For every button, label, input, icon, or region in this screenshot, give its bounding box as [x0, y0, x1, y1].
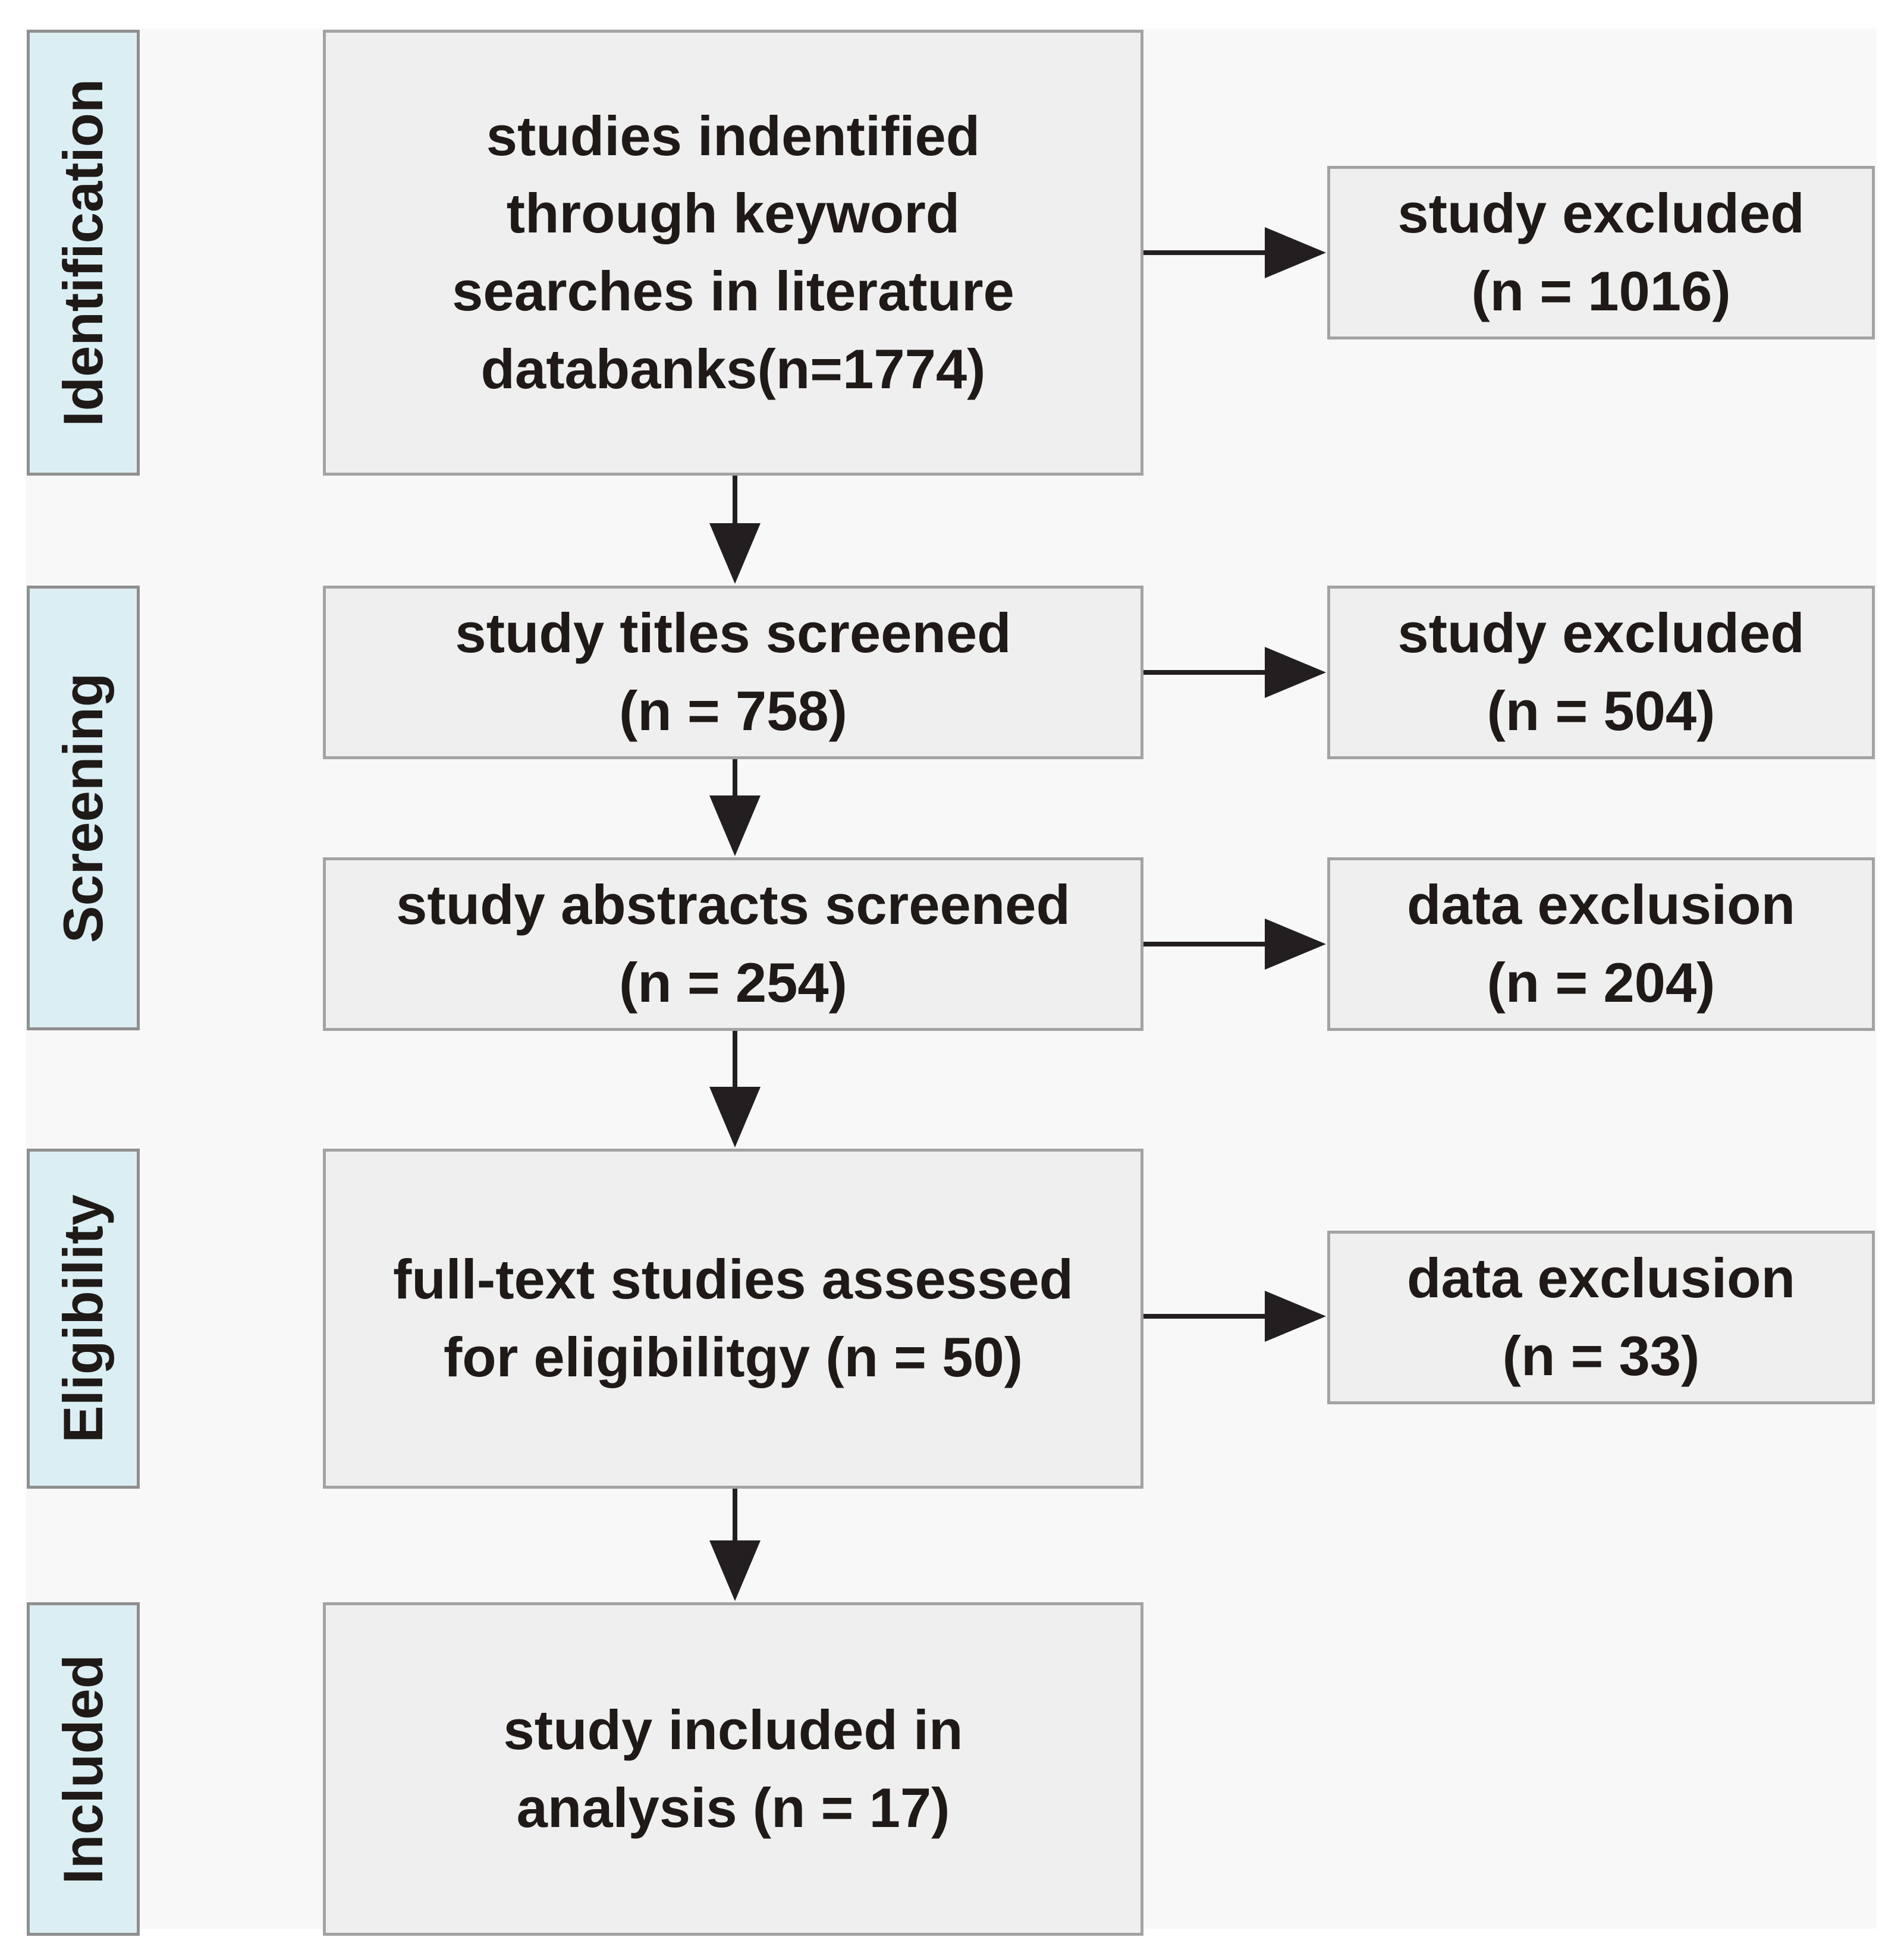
- arrowhead-right-3: [1265, 919, 1326, 970]
- box-abstracts-screened-text: study abstracts screened (n = 254): [396, 873, 1070, 1014]
- box-included-analysis: study included in analysis (n = 17): [323, 1602, 1143, 1936]
- stage-eligibility: Eligibility: [27, 1149, 140, 1489]
- box-data-exclusion-1-text: data exclusion (n = 204): [1407, 873, 1795, 1014]
- box-included-analysis-text: study included in analysis (n = 17): [503, 1698, 963, 1839]
- box-study-excluded-2: study excluded (n = 504): [1327, 586, 1875, 759]
- arrowhead-down-2: [709, 795, 761, 856]
- arrowhead-down-1: [709, 523, 761, 584]
- box-records-identified: studies indentified through keyword sear…: [323, 30, 1143, 476]
- box-titles-screened-text: study titles screened (n = 758): [455, 602, 1011, 742]
- arrowhead-right-4: [1265, 1291, 1326, 1342]
- arrowhead-down-3: [709, 1087, 761, 1147]
- box-study-excluded-1-text: study excluded (n = 1016): [1397, 182, 1805, 322]
- box-data-exclusion-2: data exclusion (n = 33): [1327, 1231, 1875, 1404]
- box-abstracts-screened: study abstracts screened (n = 254): [323, 857, 1143, 1031]
- box-records-identified-text: studies indentified through keyword sear…: [452, 104, 1014, 400]
- box-titles-screened: study titles screened (n = 758): [323, 586, 1143, 759]
- stage-screening: Screening: [27, 586, 140, 1030]
- arrowhead-right-2: [1265, 647, 1326, 698]
- stage-identification: Identification: [27, 30, 140, 476]
- box-fulltext-assessed-text: full-text studies assessed for eligibili…: [392, 1248, 1074, 1388]
- arrowhead-right-1: [1265, 227, 1326, 278]
- box-data-exclusion-2-text: data exclusion (n = 33): [1407, 1247, 1795, 1387]
- box-study-excluded-2-text: study excluded (n = 504): [1397, 602, 1805, 742]
- stage-included: Included: [27, 1602, 140, 1936]
- box-fulltext-assessed: full-text studies assessed for eligibili…: [323, 1149, 1143, 1489]
- arrowhead-down-4: [709, 1540, 761, 1601]
- box-study-excluded-1: study excluded (n = 1016): [1327, 166, 1875, 339]
- box-data-exclusion-1: data exclusion (n = 204): [1327, 857, 1875, 1031]
